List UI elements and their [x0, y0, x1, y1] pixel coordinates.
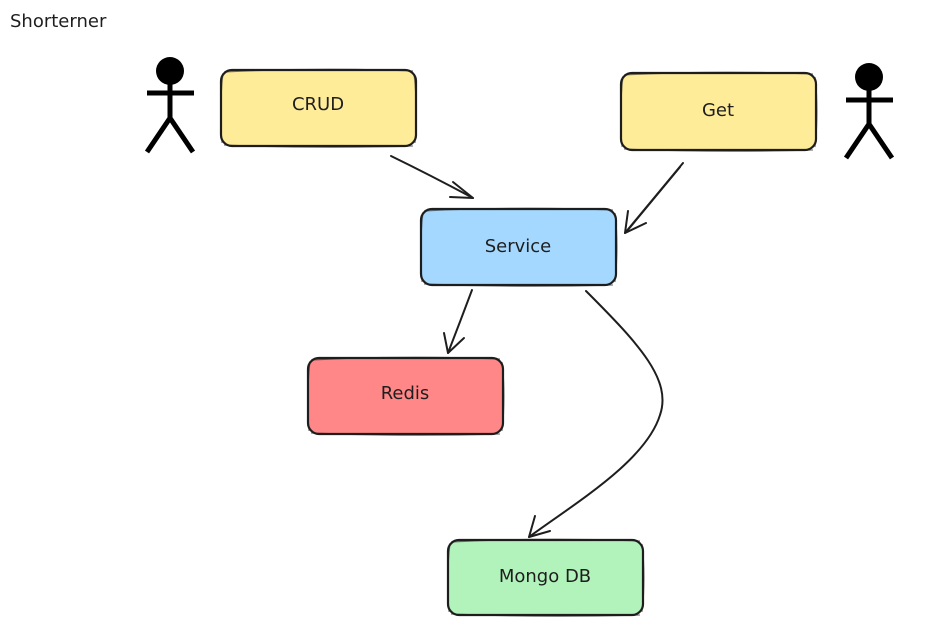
node-redis-label: Redis — [381, 383, 430, 404]
node-redis[interactable]: Redis — [306, 356, 505, 436]
node-service-label: Service — [485, 236, 552, 257]
diagram-title: Shorterner — [10, 11, 107, 32]
edge-service-to-redis — [443, 289, 473, 354]
node-get-label: Get — [702, 100, 734, 121]
edge-crud-to-service — [390, 155, 474, 199]
node-get[interactable]: Get — [619, 71, 818, 152]
node-mongo-db-label: Mongo DB — [499, 566, 591, 587]
actor-right-icon — [843, 63, 895, 160]
node-crud[interactable]: CRUD — [219, 68, 418, 148]
node-service[interactable]: Service — [419, 207, 618, 287]
node-crud-label: CRUD — [292, 94, 344, 115]
edge-get-to-service — [624, 162, 684, 234]
node-mongo-db[interactable]: Mongo DB — [446, 538, 645, 617]
edge-service-to-mongo-db — [528, 290, 664, 538]
actor-left-icon — [144, 57, 196, 154]
